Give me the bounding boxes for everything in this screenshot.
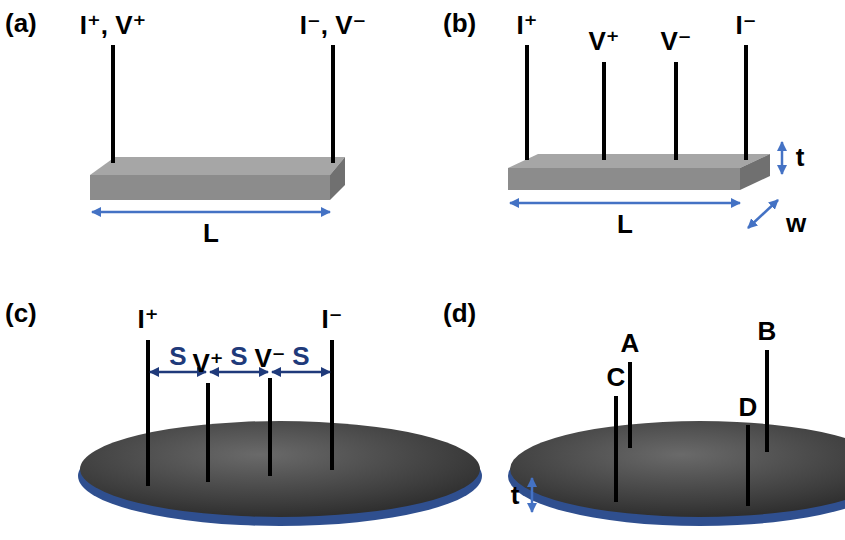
probe-wire — [206, 383, 210, 482]
spacing-label: S — [292, 343, 309, 369]
disc-sample — [80, 421, 480, 517]
probe-wire — [331, 45, 335, 163]
dimension-label: t — [511, 482, 520, 508]
probe-wire — [628, 362, 632, 448]
probe-wire — [765, 350, 769, 452]
terminal-label: I⁻ — [322, 306, 343, 332]
spacing-label: S — [230, 343, 247, 369]
disc-sample — [510, 421, 845, 517]
terminal-label: I⁻, V⁻ — [300, 12, 366, 38]
bar-sample — [508, 154, 770, 190]
panel-letter: (c) — [5, 300, 37, 326]
dimension-label: L — [203, 220, 219, 246]
terminal-label: I⁺, V⁺ — [80, 12, 146, 38]
dimension-label: t — [796, 144, 805, 170]
dimension-arrow — [781, 142, 784, 174]
probe-wire — [268, 378, 272, 476]
bar-sample — [90, 157, 345, 200]
probe-label: D — [739, 394, 758, 420]
terminal-label: I⁺ — [517, 12, 538, 38]
terminal-label: V⁺ — [192, 350, 223, 376]
terminal-label: V⁻ — [660, 28, 691, 54]
spacing-label: S — [169, 343, 186, 369]
dimension-arrow — [92, 211, 330, 214]
probe-wire — [744, 45, 748, 160]
terminal-label: I⁻ — [736, 12, 757, 38]
probe-wire — [525, 45, 529, 160]
probe-wire — [602, 62, 606, 160]
dimension-label: L — [617, 211, 633, 237]
terminal-label: I⁺ — [138, 306, 159, 332]
panel-letter: (d) — [443, 300, 476, 326]
probe-label: C — [607, 364, 626, 390]
spacing-arrow — [272, 371, 330, 374]
terminal-label: V⁻ — [254, 345, 285, 371]
terminal-label: V⁺ — [588, 28, 619, 54]
dimension-arrow — [748, 200, 778, 228]
panel-letter: (a) — [5, 10, 37, 36]
panel-letter: (b) — [443, 10, 476, 36]
probe-wire — [746, 425, 750, 506]
probe-wire — [674, 62, 678, 160]
probe-label: B — [758, 318, 777, 344]
dimension-arrow — [531, 478, 534, 512]
dimension-arrow — [510, 202, 740, 205]
probe-label: A — [621, 330, 640, 356]
probe-wire — [330, 340, 334, 470]
dimension-label: w — [786, 210, 806, 236]
probe-wire — [146, 340, 150, 486]
probe-wire — [614, 396, 618, 502]
probe-wire — [111, 45, 115, 163]
